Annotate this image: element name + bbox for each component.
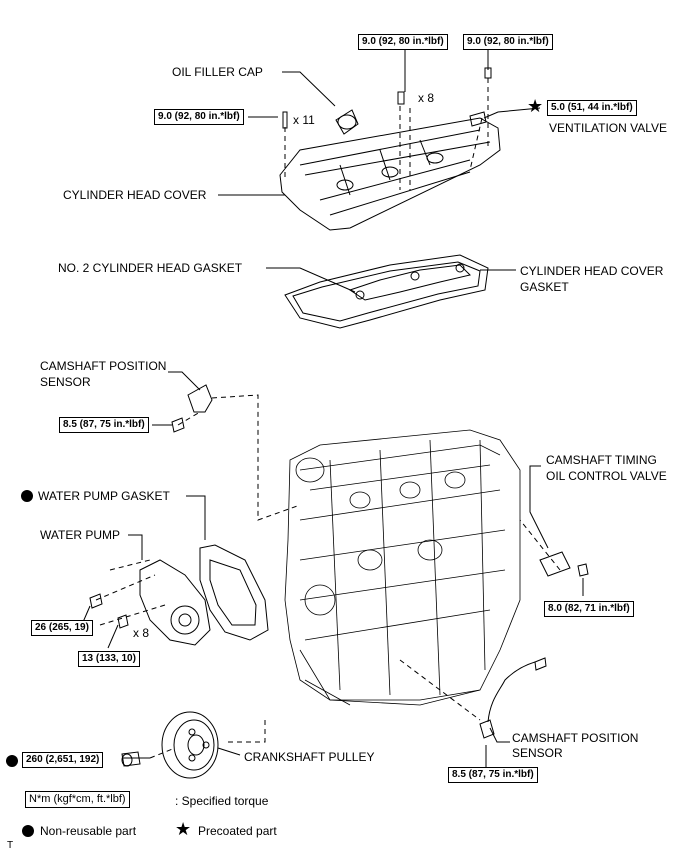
label-cylinder-head-cover-gasket-line2: GASKET (520, 280, 569, 294)
oil-filler-cap-shape (335, 109, 359, 135)
corner-mark: T (7, 840, 14, 851)
legend-non-reusable: Non-reusable part (40, 824, 137, 838)
filled-circle-icon (21, 490, 33, 502)
label-camshaft-timing-ocv-line2: OIL CONTROL VALVE (546, 469, 667, 483)
label-camshaft-position-sensor-top-line2: SENSOR (40, 375, 91, 389)
legend-filled-circle-icon (22, 825, 34, 837)
label-oil-filler-cap: OIL FILLER CAP (172, 65, 263, 79)
label-no2-cylinder-head-gasket: NO. 2 CYLINDER HEAD GASKET (58, 261, 243, 275)
torque-head-cover-bolts-b: 9.0 (92, 80 in.*lbf) (463, 34, 553, 50)
torque-head-cover-bolts-left: 9.0 (92, 80 in.*lbf) (154, 109, 244, 125)
legend-torque-desc: : Specified torque (175, 794, 269, 808)
label-water-pump-gasket: WATER PUMP GASKET (38, 489, 170, 503)
camshaft-timing-ocv-shape (539, 551, 571, 577)
label-camshaft-position-sensor-top-line1: CAMSHAFT POSITION (40, 359, 167, 373)
crankshaft-pulley-shape (161, 711, 219, 779)
leader-water-pump (128, 534, 143, 560)
label-crankshaft-pulley: CRANKSHAFT PULLEY (244, 750, 375, 764)
star-icon: ★ (527, 96, 544, 117)
cylinder-head-cover-gasket-shape (284, 254, 489, 329)
qty-x8-water-pump: x 8 (133, 626, 150, 640)
leader-oil-filler-cap (282, 71, 336, 107)
legend-torque-box: N*m (kgf*cm, ft.*lbf) (25, 791, 130, 808)
torque-crank-pulley: 260 (2,651, 192) (22, 752, 104, 768)
label-water-pump: WATER PUMP (40, 528, 120, 542)
filled-circle-icon (6, 755, 18, 767)
leader-crank-pulley (217, 747, 241, 756)
torque-head-cover-bolts-a: 9.0 (92, 80 in.*lbf) (358, 34, 448, 50)
legend-precoated: Precoated part (198, 824, 277, 838)
leader-cam-sensor-top (168, 371, 201, 391)
leader-ocv (529, 465, 549, 549)
torque-cam-sensor-bottom: 8.5 (87, 75 in.*lbf) (448, 767, 538, 783)
torque-water-pump-13: 13 (133, 10) (78, 651, 140, 667)
camshaft-position-sensor-top-shape (187, 384, 213, 413)
cylinder-head-cover-shape (279, 117, 501, 231)
torque-ventilation-valve: 5.0 (51, 44 in.*lbf) (547, 100, 637, 116)
label-camshaft-position-sensor-bottom-line2: SENSOR (512, 746, 563, 760)
torque-water-pump-26: 26 (265, 19) (31, 620, 93, 636)
leader-no2-gasket (266, 267, 356, 293)
torque-ocv: 8.0 (82, 71 in.*lbf) (544, 601, 634, 617)
camshaft-position-sensor-bottom-shape (479, 719, 495, 739)
water-pump-shape (139, 559, 211, 646)
engine-block-shape (284, 429, 521, 706)
torque-cam-sensor-top: 8.5 (87, 75 in.*lbf) (59, 417, 149, 433)
label-cylinder-head-cover: CYLINDER HEAD COVER (63, 188, 207, 202)
no2-cylinder-head-gasket-shape (348, 264, 471, 301)
leader-cam-sensor-bottom (489, 727, 510, 743)
label-cylinder-head-cover-gasket-line1: CYLINDER HEAD COVER (520, 264, 664, 278)
qty-x8-top: x 8 (418, 91, 435, 105)
leader-water-pump-gasket (186, 495, 206, 540)
label-ventilation-valve: VENTILATION VALVE (549, 121, 668, 135)
legend-star-icon: ★ (175, 819, 192, 840)
qty-x11: x 11 (293, 113, 315, 127)
label-camshaft-position-sensor-bottom-line1: CAMSHAFT POSITION (512, 731, 639, 745)
water-pump-gasket-shape (199, 544, 269, 641)
label-camshaft-timing-ocv-line1: CAMSHAFT TIMING (546, 453, 657, 467)
leader-ventilation-valve (483, 107, 541, 119)
